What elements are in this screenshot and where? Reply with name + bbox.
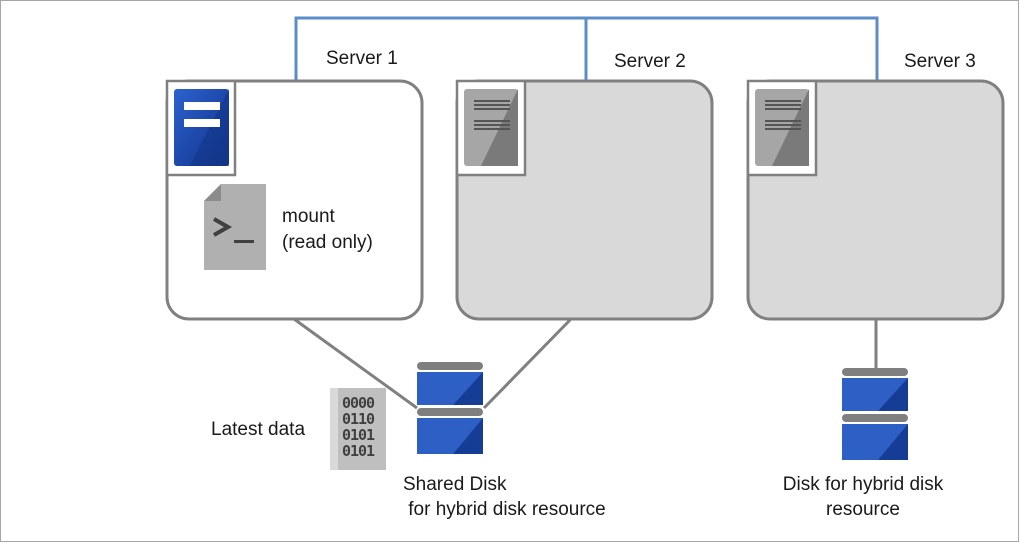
server-3-label: Server 3: [904, 51, 976, 72]
binary-row: 0101: [342, 442, 375, 460]
server-2-label: Server 2: [614, 51, 686, 72]
disk-cables: [293, 317, 878, 410]
server-icon-standby: [455, 79, 527, 177]
terminal-script-icon: [204, 184, 266, 270]
hybrid-disk-icon: [842, 368, 908, 460]
mount-mode-label: (read only): [282, 232, 373, 253]
shared-disk-label: Shared Disk: [403, 474, 507, 495]
server-icon-standby: [746, 79, 818, 177]
hybrid-disk-label: Disk for hybrid disk: [782, 474, 944, 495]
latest-data-label: Latest data: [211, 419, 306, 440]
binary-row: 0000: [342, 394, 375, 412]
shared-disk-icon: [417, 362, 483, 454]
server-1-label: Server 1: [326, 48, 398, 69]
network-lines: [294, 16, 879, 81]
server-icon-active: [165, 79, 237, 177]
shared-disk-label-line2: for hybrid disk resource: [403, 499, 606, 520]
binary-row: 0101: [342, 426, 375, 444]
mount-label: mount: [282, 206, 335, 227]
binary-row: 0110: [342, 410, 375, 428]
binary-data-icon: 0000 0110 0101 0101: [330, 388, 386, 470]
hybrid-disk-label-line2: resource: [826, 499, 900, 520]
